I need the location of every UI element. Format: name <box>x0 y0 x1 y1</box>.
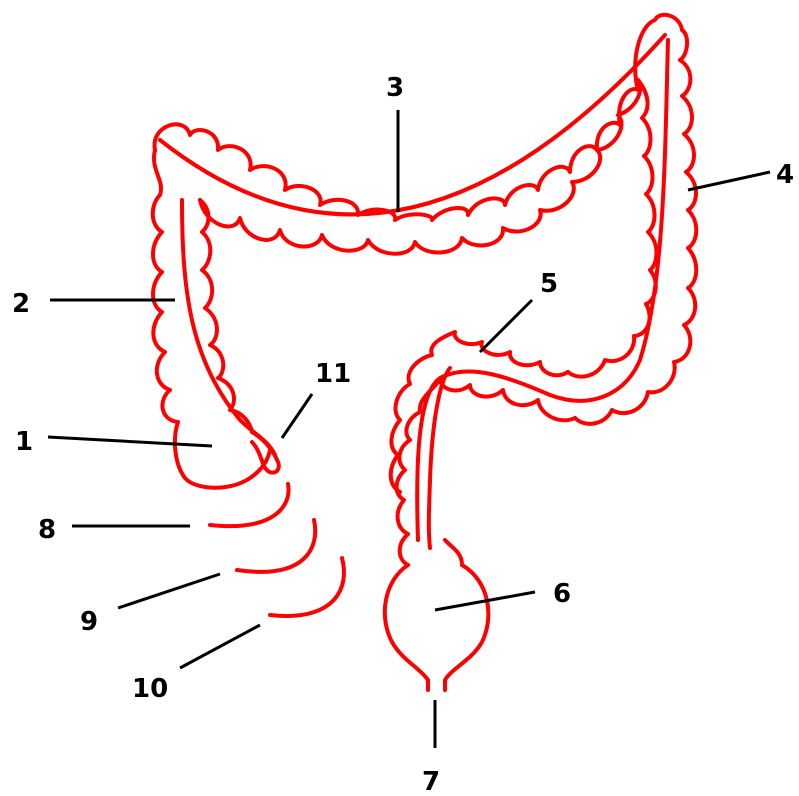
transverse-colon <box>155 15 688 254</box>
leader-4 <box>688 172 770 190</box>
label-1: 1 <box>15 427 33 457</box>
label-2: 2 <box>12 289 30 319</box>
leader-9 <box>118 574 220 608</box>
label-3: 3 <box>386 73 404 103</box>
arc-9 <box>237 520 315 572</box>
arc-segments <box>210 484 344 616</box>
arc-8 <box>210 484 289 526</box>
label-4: 4 <box>776 160 794 190</box>
label-10: 10 <box>132 674 168 704</box>
leader-10 <box>180 625 260 668</box>
leader-1 <box>48 437 212 446</box>
leader-5 <box>480 300 532 352</box>
ascending-colon <box>153 150 279 488</box>
label-11: 11 <box>315 359 351 389</box>
label-7: 7 <box>422 767 440 796</box>
label-9: 9 <box>80 607 98 637</box>
number-labels: 1 2 3 4 5 6 7 8 9 10 11 <box>12 73 794 796</box>
label-6: 6 <box>553 579 571 609</box>
label-5: 5 <box>540 269 558 299</box>
leader-11 <box>282 394 312 438</box>
label-8: 8 <box>38 515 56 545</box>
arc-10 <box>270 558 344 616</box>
rectum <box>385 565 489 690</box>
